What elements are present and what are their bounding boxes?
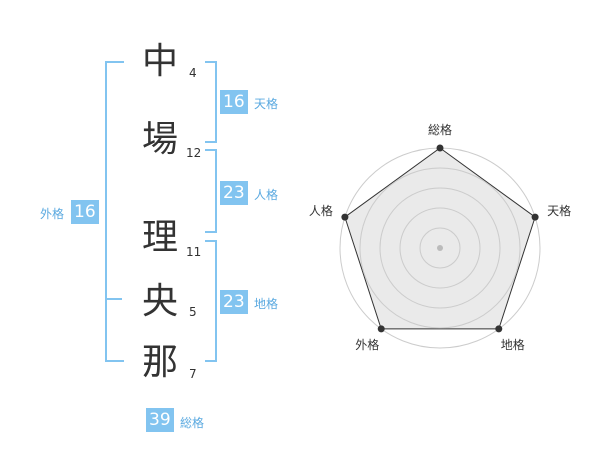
- chikaku-bracket: [205, 240, 217, 362]
- radar-point-1: [436, 144, 444, 152]
- radar-axis-label-3: 地格: [501, 337, 525, 352]
- chikaku-badge: 23: [220, 290, 248, 314]
- tenkaku-label: 天格: [254, 97, 279, 111]
- jinkaku-badge: 23: [220, 181, 248, 205]
- name-char-3: 理: [141, 217, 178, 258]
- radar-axis-label-4: 外格: [355, 337, 379, 352]
- gaikaku-bracket: [105, 61, 124, 362]
- radar-point-5: [341, 213, 349, 221]
- stroke-count-3: 11: [186, 245, 202, 259]
- jinkaku-bracket: [205, 149, 217, 233]
- name-char-2: 場: [141, 119, 178, 160]
- chikaku-label: 地格: [254, 297, 279, 311]
- name-char-4: 央: [141, 281, 178, 322]
- stroke-count-5: 7: [189, 367, 197, 381]
- stroke-count-1: 4: [189, 66, 197, 80]
- tenkaku-bracket: [205, 61, 217, 143]
- radar-polygon: [344, 147, 536, 330]
- radar-point-4: [377, 325, 385, 333]
- radar-point-2: [531, 213, 539, 221]
- soukaku-badge: 39: [146, 408, 174, 432]
- name-char-1: 中: [141, 41, 178, 82]
- radar-axis-label-1: 総格: [428, 122, 452, 137]
- radar-axis-label-2: 天格: [547, 203, 571, 218]
- gaikaku-bracket-tick: [107, 298, 122, 300]
- radar-point-3: [495, 325, 503, 333]
- radar-axis-label-5: 人格: [309, 203, 333, 218]
- radar-points: [341, 144, 539, 333]
- radar-inner-ring-4: [359, 167, 521, 329]
- radar-center-dot: [437, 245, 443, 251]
- radar-inner-ring-3: [379, 187, 501, 309]
- gaikaku-label: 外格: [40, 207, 65, 221]
- stroke-count-2: 12: [186, 146, 202, 160]
- radar-inner-ring-2: [399, 207, 481, 289]
- name-char-5: 那: [141, 342, 178, 383]
- radar-inner-ring-1: [419, 227, 461, 269]
- gaikaku-badge: 16: [71, 200, 99, 224]
- soukaku-label: 総格: [180, 416, 205, 430]
- stroke-count-4: 5: [189, 305, 197, 319]
- tenkaku-badge: 16: [220, 90, 248, 114]
- jinkaku-label: 人格: [254, 188, 279, 202]
